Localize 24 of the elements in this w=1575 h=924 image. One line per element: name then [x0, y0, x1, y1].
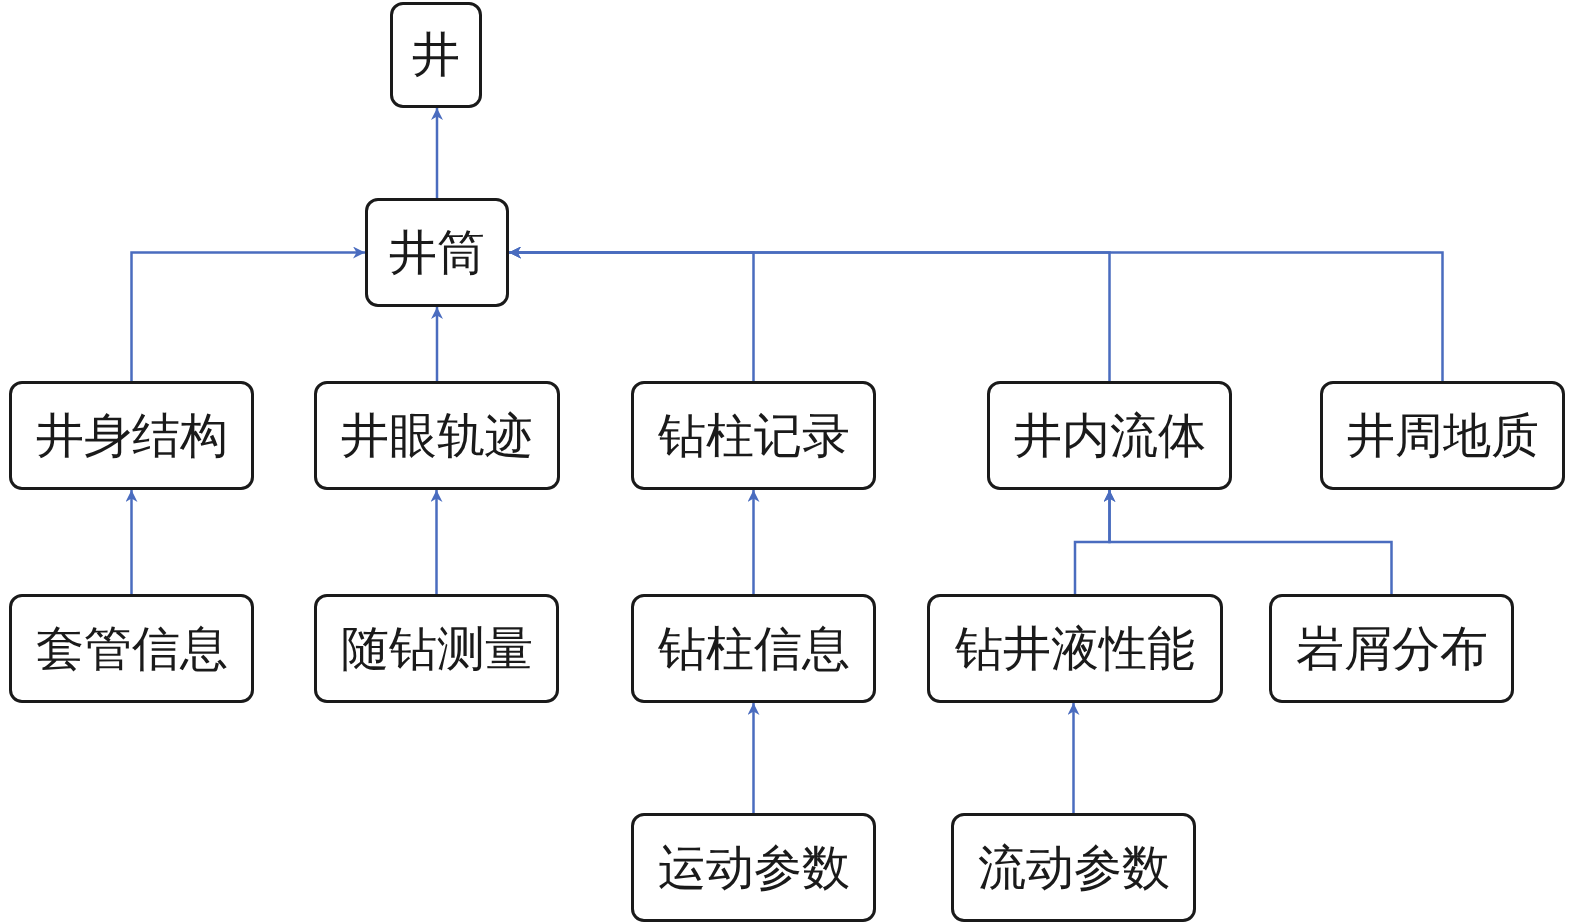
- process-box: 钻柱记录: [631, 381, 876, 490]
- process-box: 井身结构: [9, 381, 254, 490]
- process-box: 套管信息: [9, 594, 254, 703]
- arrow: [431, 108, 443, 198]
- process-box: 井内流体: [987, 381, 1232, 490]
- arrow: [1103, 490, 1393, 594]
- process-box: 井眼轨迹: [314, 381, 560, 490]
- arrow: [1067, 703, 1080, 813]
- arrow: [509, 246, 1444, 381]
- arrow: [430, 490, 443, 594]
- arrow: [747, 490, 760, 594]
- process-box: 井: [390, 2, 482, 108]
- process-box: 随钻测量: [314, 594, 559, 703]
- process-box: 钻井液性能: [927, 594, 1223, 703]
- process-box: 岩屑分布: [1269, 594, 1514, 703]
- process-box: 流动参数: [951, 813, 1196, 922]
- arrow: [125, 490, 138, 594]
- process-box: 井筒: [365, 198, 509, 307]
- process-box: 井周地质: [1320, 381, 1565, 490]
- process-box: 钻柱信息: [631, 594, 876, 703]
- process-box: 运动参数: [631, 813, 876, 922]
- arrow: [747, 703, 760, 813]
- arrow: [130, 246, 365, 381]
- arrow: [431, 307, 443, 381]
